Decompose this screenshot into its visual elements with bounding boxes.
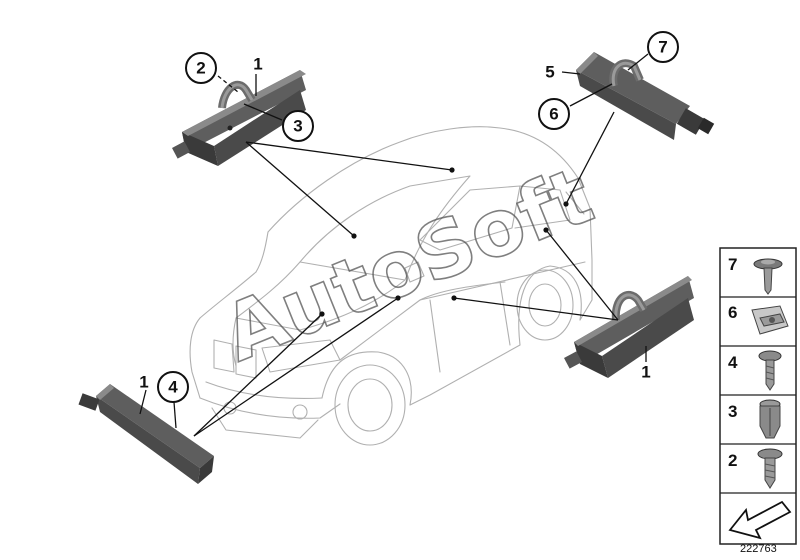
callout-label: 6 [549,105,558,124]
callout-label: 7 [658,38,667,57]
antenna-module-top-left [172,70,306,166]
callout-label: 2 [196,59,205,78]
reference-number: 222763 [740,543,777,555]
callout-3: 3 [282,110,314,142]
direction-arrow-icon [728,500,792,540]
callout-5: 5 [545,63,554,82]
legend-number: 2 [728,451,737,470]
tapping-screw-icon [757,448,783,489]
callout-1-right: 1 [641,363,650,382]
callout-label: 1 [139,373,148,392]
legend-number: 3 [728,402,737,421]
legend-number: 7 [728,255,737,274]
callout-label: 1 [641,363,650,382]
vehicle-outline [189,126,593,446]
callout-label: 3 [293,117,302,136]
antenna-module-top-right [576,52,715,140]
callout-7: 7 [647,31,679,63]
callout-4: 4 [157,371,189,403]
parts-legend: 7 6 4 3 2 [719,247,797,545]
antenna-module-right [564,276,694,378]
callout-2: 2 [185,52,217,84]
antenna-module-bottom-left [78,384,214,484]
callout-1-top-left: 1 [253,55,262,74]
screw-icon [758,350,782,391]
torx-screw-icon [753,258,783,295]
spring-nut-icon [751,305,789,335]
expanding-rivet-icon [759,399,781,439]
watermark-text: AutoSoft [211,151,604,380]
leader-dots [319,167,569,317]
callout-1-bottom-left: 1 [139,373,148,392]
callout-label: 1 [253,55,262,74]
legend-number: 4 [728,353,738,372]
callout-6: 6 [538,98,570,130]
callout-label: 5 [545,63,554,82]
legend-number: 6 [728,303,737,322]
leader-lines [139,53,649,437]
callout-label: 4 [168,378,178,397]
